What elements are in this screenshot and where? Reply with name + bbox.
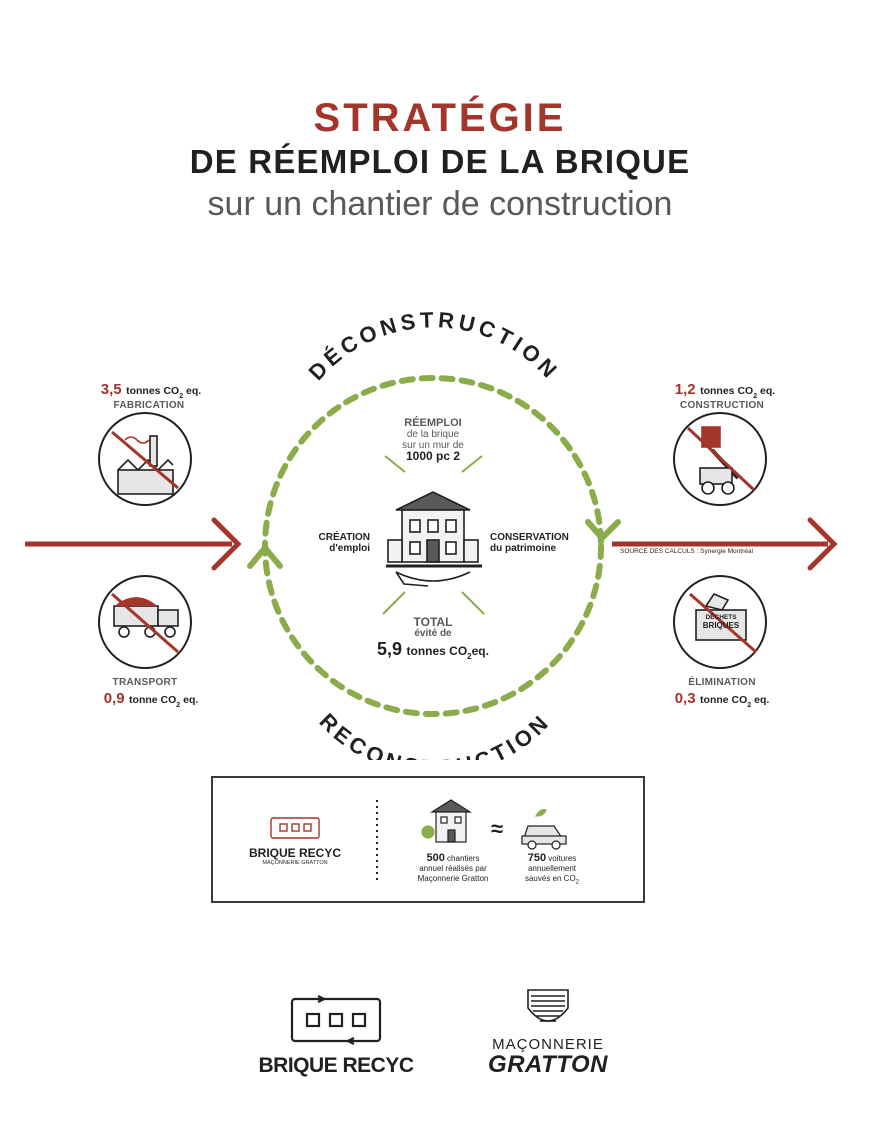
elimination-unit-suffix: eq. <box>751 694 770 706</box>
elimination-value: 0,3 <box>674 690 696 707</box>
reuse-line3: sur un mur de <box>402 440 464 451</box>
gratton-line1: MAÇONNERIE <box>492 1036 604 1053</box>
stat2-line1: voitures <box>546 854 577 863</box>
elimination-unit: tonne CO <box>700 694 748 706</box>
stat2-value: 750 <box>527 852 547 864</box>
total-block: TOTAL évité de 5,9 tonnes CO2eq. <box>358 616 508 663</box>
footer-brand-gratton: MAÇONNERIE GRATTON <box>470 1036 626 1077</box>
bin-label-line2: BRIQUES <box>702 621 740 630</box>
reuse-block: RÉEMPLOI de la brique sur un mur de 1000… <box>383 417 483 463</box>
info-brand-name: BRIQUE RECYC <box>248 846 341 860</box>
deconstruction-label: DÉCONSTRUCTION <box>304 307 565 385</box>
stat-cars: 750 voitures annuellement sauvés en CO2 <box>516 853 588 888</box>
heritage-line2: du patrimoine <box>490 543 557 554</box>
total-unit: tonnes CO <box>406 644 468 658</box>
fabrication-label: FABRICATION <box>113 400 185 411</box>
info-box-brand: BRIQUE RECYC MAÇONNERIE GRATTON <box>242 846 348 866</box>
footer-brand-brique-recyc: BRIQUE RECYC <box>258 1054 414 1077</box>
total-title: TOTAL <box>413 615 453 629</box>
fabrication-unit-sub: 2 <box>179 393 184 401</box>
bin-label-line1: DÉCHETS <box>705 614 737 621</box>
heritage-line1: CONSERVATION <box>490 532 569 543</box>
job-creation-line1: CRÉATION <box>318 532 370 543</box>
total-unit-sub: 2 <box>467 652 472 662</box>
house-in-hand-icon <box>386 491 482 587</box>
title-line-3: sur un chantier de construction <box>207 185 673 223</box>
fabrication-unit-suffix: eq. <box>183 385 202 397</box>
approx-symbol: ≈ <box>491 816 504 841</box>
transport-unit-sub: 2 <box>176 702 181 710</box>
total-unit-suffix: eq. <box>471 644 489 658</box>
construction-label: CONSTRUCTION <box>679 400 765 411</box>
reuse-title: RÉEMPLOI <box>404 417 462 429</box>
reuse-line2: de la brique <box>406 429 460 440</box>
transport-value: 0,9 <box>103 690 125 707</box>
transport-unit: tonne CO <box>129 694 177 706</box>
waste-bin-icon <box>673 575 767 669</box>
construction-unit-suffix: eq. <box>757 385 776 397</box>
cycle-arrowhead-right <box>585 519 621 541</box>
construction-unit-sub: 2 <box>753 393 758 401</box>
source-note: SOURCE DES CALCULS : Synergie Montréal <box>620 548 753 555</box>
elimination-label: ÉLIMINATION <box>688 677 756 688</box>
job-creation: CRÉATION d'emploi <box>300 532 370 554</box>
dump-truck-icon <box>98 575 192 669</box>
elimination-emission: 0,3 tonne CO2 eq. <box>660 690 784 709</box>
stat1-value: 500 <box>426 852 445 864</box>
info-brand-sub: MAÇONNERIE GRATTON <box>262 860 328 866</box>
brique-recyc-logo <box>290 995 382 1045</box>
job-creation-line2: d'emploi <box>329 543 370 554</box>
stat1-line2: annuel réalisés par <box>419 864 487 873</box>
fabrication-emission: 3,5 tonnes CO2 eq. <box>89 381 213 400</box>
heritage-conservation: CONSERVATION du patrimoine <box>490 532 580 554</box>
cycle-arrowhead-left <box>247 545 283 569</box>
construction-value: 1,2 <box>674 381 696 398</box>
elimination-unit-sub: 2 <box>747 702 752 710</box>
stat1-line1: chantiers <box>444 854 480 863</box>
transport-emission: 0,9 tonne CO2 eq. <box>89 690 213 709</box>
bin-label: DÉCHETS BRIQUES <box>696 614 746 630</box>
factory-icon <box>98 412 192 506</box>
stat2-sub: 2 <box>575 879 580 886</box>
stat2-line3: sauvés en CO <box>524 874 576 883</box>
cycle-diagram: DÉCONSTRUCTION RECONSTRUCTION <box>25 307 838 760</box>
construction-emission: 1,2 tonnes CO2 eq. <box>660 381 790 400</box>
title-line-2: DE RÉEMPLOI DE LA BRIQUE <box>189 143 691 180</box>
fabrication-value: 3,5 <box>100 381 122 398</box>
center-rays <box>382 455 485 615</box>
info-box <box>211 776 645 903</box>
construction-unit: tonnes CO <box>700 385 754 397</box>
gratton-line2: GRATTON <box>488 1051 608 1078</box>
reuse-line4: 1000 pc 2 <box>405 449 461 463</box>
right-flow-arrow <box>612 517 838 571</box>
stat2-line2: annuellement <box>527 864 577 873</box>
total-value: 5,9 <box>377 639 403 659</box>
stat-projects: 500 chantiers annuel réalisés par Maçonn… <box>412 853 494 884</box>
title-line-1: STRATÉGIE <box>313 96 567 140</box>
stat1-line3: Maçonnerie Gratton <box>417 874 489 883</box>
fabrication-unit: tonnes CO <box>126 385 180 397</box>
left-flow-arrow <box>25 517 242 571</box>
total-line2: évité de <box>414 628 452 639</box>
telehandler-icon <box>673 412 767 506</box>
gratton-logo-emblem <box>527 989 569 1022</box>
transport-label: TRANSPORT <box>112 677 178 688</box>
transport-unit-suffix: eq. <box>180 694 199 706</box>
